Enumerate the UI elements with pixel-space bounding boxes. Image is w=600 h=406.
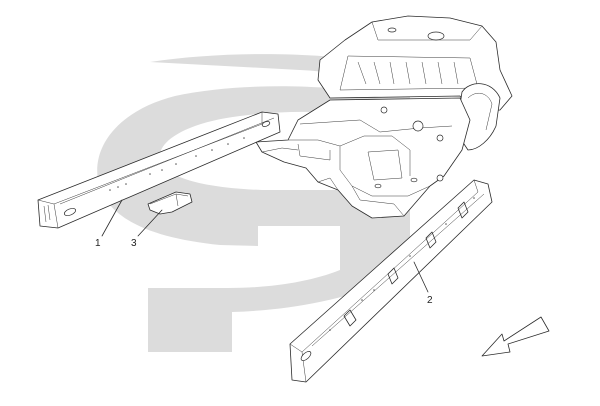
front-direction-arrow-icon [481, 316, 550, 357]
underbody-floor-assembly [255, 15, 513, 219]
part-2-side-sill [289, 179, 493, 383]
brand-watermark-logo [97, 54, 411, 352]
leader-line-2 [413, 261, 429, 293]
leader-line-3 [137, 209, 163, 237]
part-1-side-member [37, 111, 281, 229]
callout-1: 1 [95, 238, 101, 249]
callout-3: 3 [131, 238, 137, 249]
part-3-bracket [147, 191, 193, 215]
leader-line-1 [101, 199, 123, 237]
callout-2: 2 [427, 295, 433, 306]
